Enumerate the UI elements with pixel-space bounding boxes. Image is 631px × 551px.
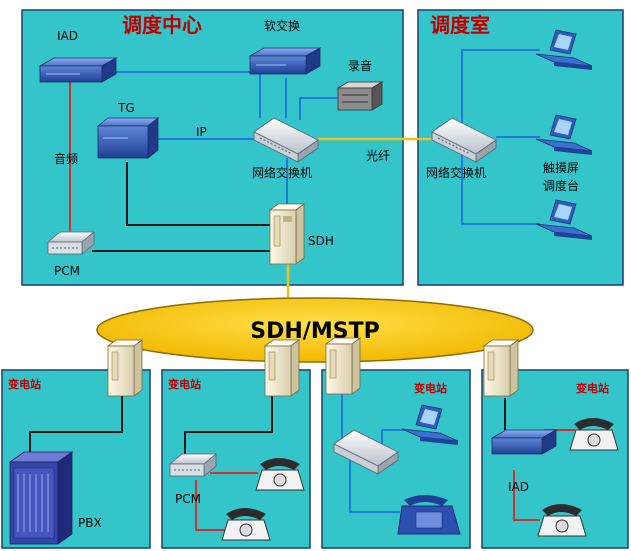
audio-link-label: 音频 [54, 151, 78, 166]
dispatch-center-title: 调度中心 [122, 13, 202, 37]
pbx-cabinet[interactable] [8, 451, 74, 545]
pcm-center-label: PCM [54, 264, 80, 278]
substation-2-title: 变电站 [168, 377, 201, 391]
touchscreen-console-3[interactable] [535, 199, 593, 240]
sdh-center[interactable] [268, 203, 306, 265]
ip-link-label: IP [196, 125, 207, 139]
tg-device[interactable] [96, 117, 160, 159]
link-s3-switch-phone [381, 429, 405, 445]
network-switch-room[interactable] [431, 117, 497, 163]
link-recording-switch [299, 97, 338, 120]
iad-label: IAD [57, 29, 78, 43]
substation-3-title: 变电站 [414, 381, 447, 395]
substation-4-title: 变电站 [576, 381, 609, 395]
network-switch-center[interactable] [253, 117, 319, 163]
phone-s2-2[interactable] [221, 508, 271, 541]
link-s3-switch-ipphone [349, 460, 400, 513]
sdh-substation-2[interactable] [263, 339, 301, 397]
touchscreen-console-1[interactable] [535, 29, 593, 70]
sdh-center-label: SDH [308, 234, 334, 248]
pcm-substation-2-label: PCM [175, 492, 201, 506]
phone-s2-1[interactable] [255, 458, 305, 491]
link-s1-sdh-pbx [29, 395, 123, 455]
iad-substation-4[interactable] [490, 429, 558, 455]
iad-substation-4-label: IAD [508, 480, 529, 494]
link-s2-pcm-phone-2 [195, 480, 225, 531]
tg-label: TG [117, 101, 135, 115]
console-substation-3[interactable] [401, 404, 459, 445]
link-tg-sdh [126, 162, 270, 226]
link-room-switch-console-1 [461, 49, 540, 126]
pbx-label: PBX [78, 516, 102, 530]
phone-s4-1[interactable] [569, 418, 619, 451]
sdh-substation-4[interactable] [482, 339, 520, 397]
touchscreen-console-2[interactable] [535, 114, 593, 155]
iad-device[interactable] [38, 57, 118, 83]
recording-server[interactable] [336, 81, 384, 111]
sdh-substation-1[interactable] [106, 339, 144, 397]
touchscreen-console-label-line2: 调度台 [543, 178, 579, 193]
softswitch-device[interactable] [248, 47, 322, 75]
link-room-switch-console-3 [461, 150, 540, 225]
sdh-mstp-ring [96, 297, 534, 363]
fiber-link-label: 光纤 [366, 149, 390, 163]
pcm-center[interactable] [46, 231, 96, 255]
softswitch-label: 软交换 [264, 18, 300, 33]
link-s4-iad-phone-2 [513, 470, 540, 521]
ip-phone-substation-3[interactable] [397, 495, 461, 535]
network-switch-center-label: 网络交换机 [252, 165, 312, 180]
link-s2-sdh-pcm [184, 395, 273, 455]
network-switch-room-label: 网络交换机 [426, 165, 486, 180]
network-switch-substation-3[interactable] [333, 429, 399, 475]
sdh-substation-3[interactable] [324, 337, 362, 395]
touchscreen-console-label-line1: 触摸屏 [543, 161, 579, 175]
pcm-substation-2[interactable] [168, 453, 218, 477]
dispatch-room-title: 调度室 [430, 13, 490, 37]
substation-1-title: 变电站 [8, 377, 41, 391]
phone-s4-2[interactable] [537, 504, 587, 537]
recording-label: 录音 [348, 58, 372, 73]
